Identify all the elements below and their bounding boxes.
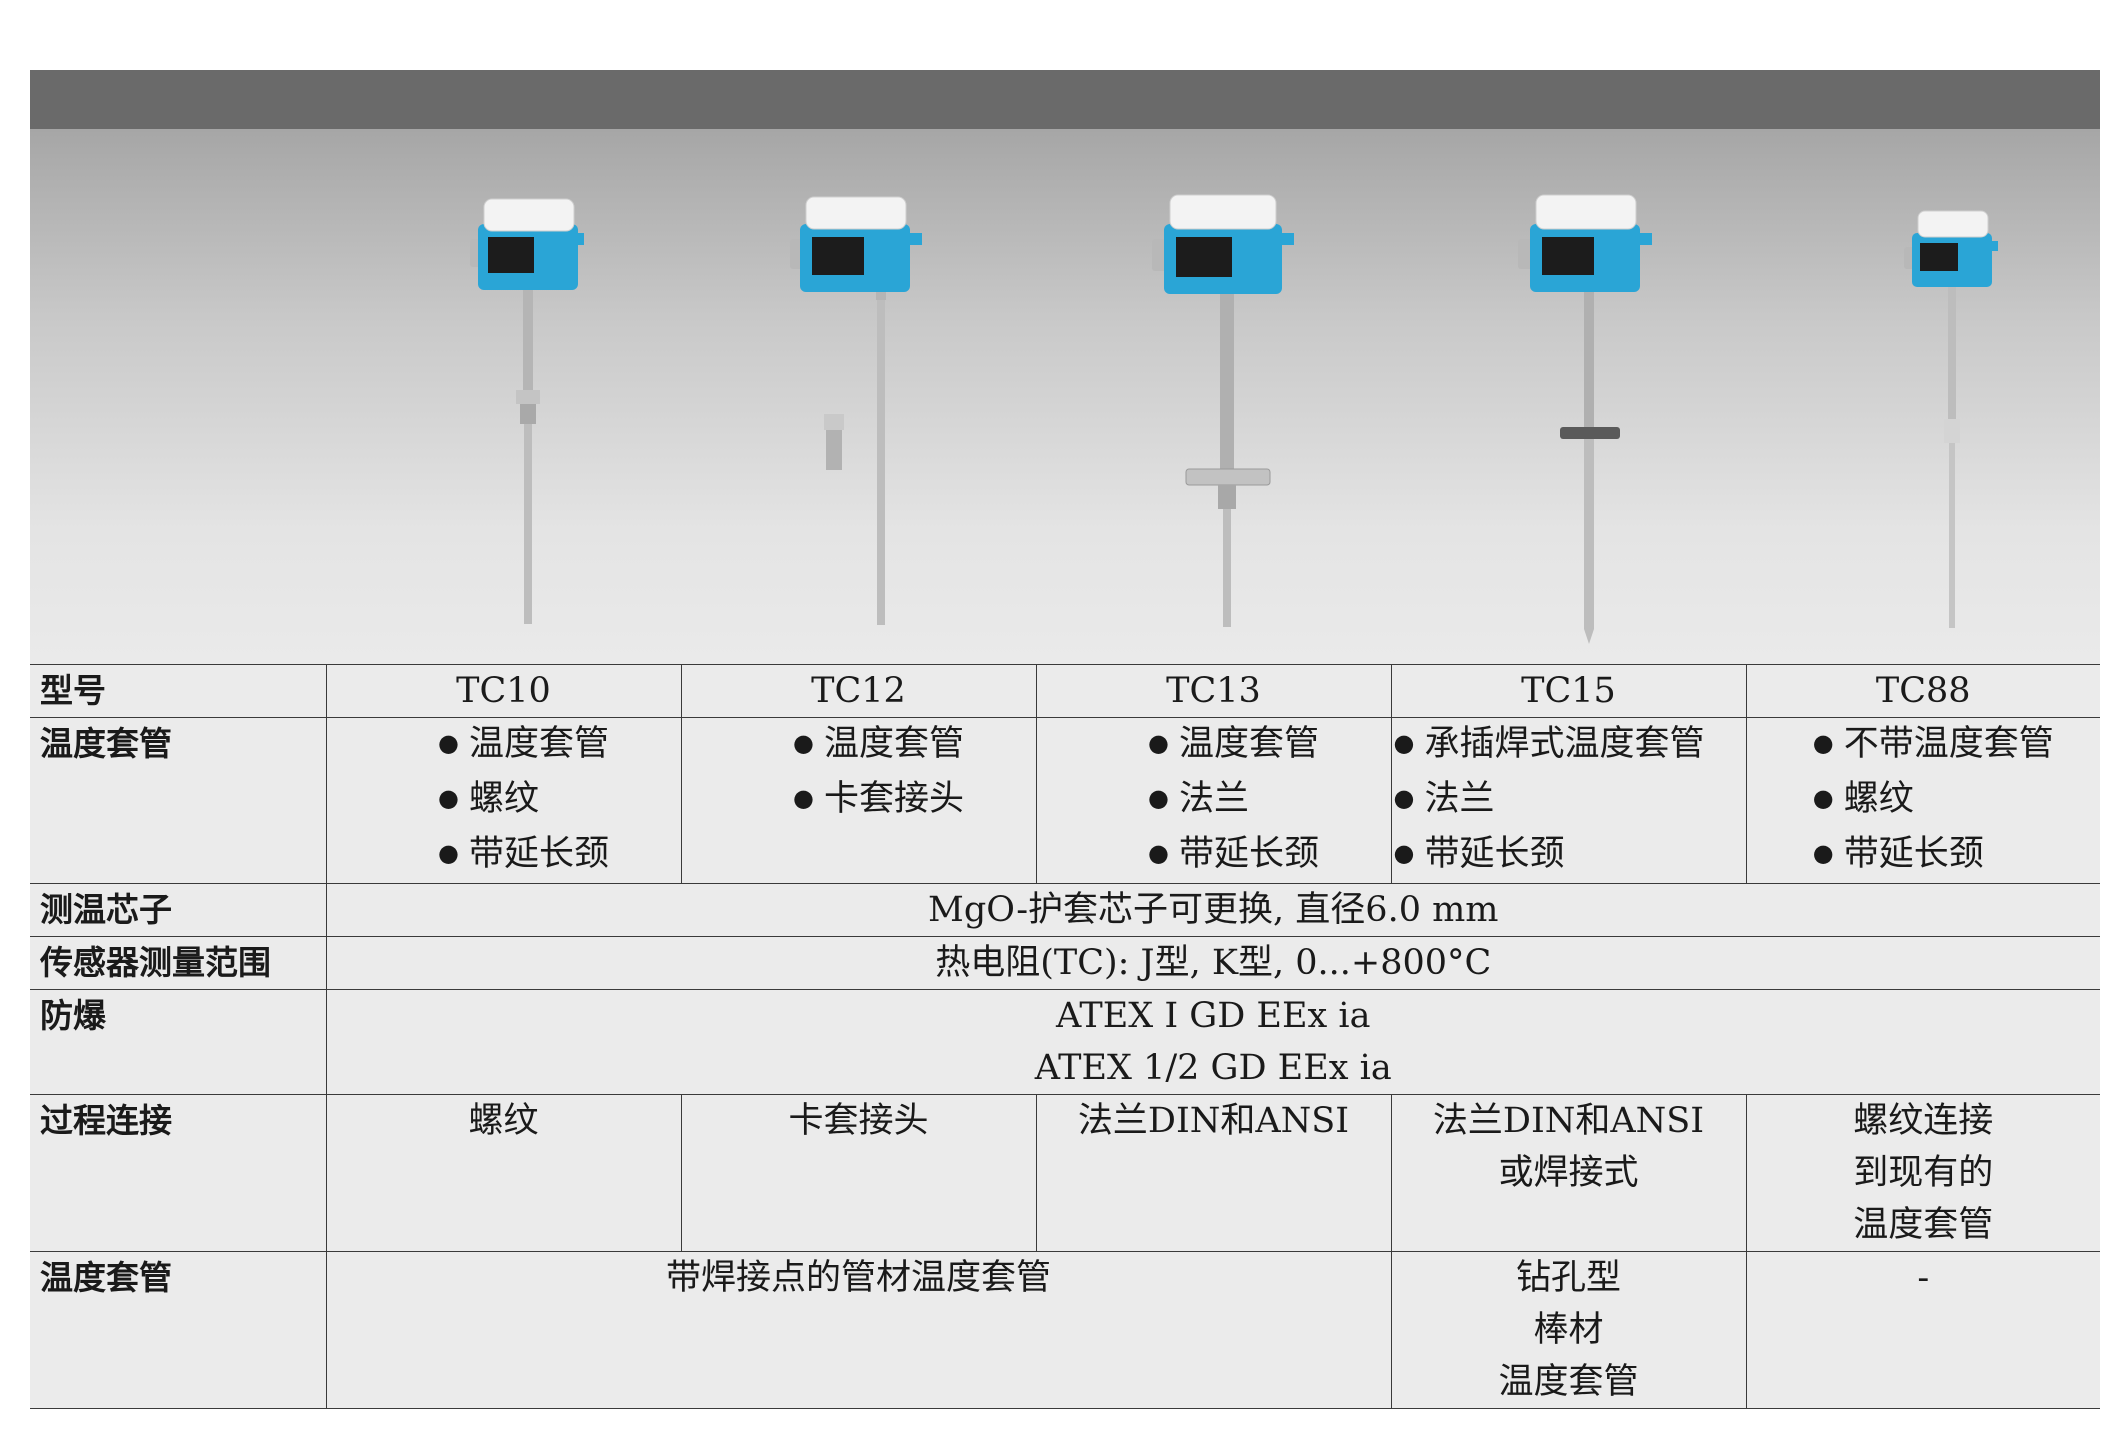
text-line: 棒材	[1533, 1310, 1604, 1350]
model-tc10: TC10	[325, 664, 681, 718]
row-explosion-protection: 防爆 ATEX I GD EEx ia ATEX 1/2 GD EEx ia	[30, 989, 2100, 1095]
thermowell-tc15: 承插焊式温度套管 法兰 带延长颈	[1390, 717, 1746, 884]
model-tc88: TC88	[1745, 664, 2100, 718]
thermowell-tc13: 温度套管 法兰 带延长颈	[1035, 717, 1391, 884]
process-connection-tc15: 法兰DIN和ANSI 或焊接式	[1390, 1094, 1746, 1252]
list-item: 法兰	[1394, 773, 1705, 828]
tc10-sensor-image	[440, 129, 620, 659]
text-line: 螺纹	[468, 1101, 539, 1141]
ex-rating-1: ATEX I GD EEx ia	[1056, 996, 1371, 1036]
datasheet: 型号 TC10 TC12 TC13 TC15 TC88 温度套管 温度套管 螺纹…	[30, 70, 2100, 1409]
row-label-thermowell-type: 温度套管	[30, 1251, 326, 1409]
thermowell-type-tc10-tc13: 带焊接点的管材温度套管	[325, 1251, 1391, 1409]
row-sensor-range: 传感器测量范围 热电阻(TC): J型, K型, 0...+800°C	[30, 936, 2100, 990]
product-photo-area	[30, 129, 2100, 664]
thermowell-type-tc15: 钻孔型 棒材 温度套管	[1390, 1251, 1746, 1409]
text-line: 卡套接头	[788, 1101, 929, 1141]
list-item: 螺纹	[1813, 773, 2054, 828]
row-label-insert: 测温芯子	[30, 883, 326, 937]
row-label-sensor-range: 传感器测量范围	[30, 936, 326, 990]
model-tc12: TC12	[680, 664, 1036, 718]
model-tc13: TC13	[1035, 664, 1391, 718]
list-item: 承插焊式温度套管	[1394, 718, 1704, 773]
row-model: 型号 TC10 TC12 TC13 TC15 TC88	[30, 664, 2100, 718]
list-item: 温度套管	[438, 718, 609, 773]
text-line: 温度套管	[1853, 1205, 1994, 1245]
insert-value: MgO-护套芯子可更换, 直径6.0 mm	[325, 883, 2100, 937]
list-item: 带延长颈	[438, 828, 609, 883]
thermowell-tc88: 不带温度套管 螺纹 带延长颈	[1745, 717, 2100, 884]
text-line: 法兰DIN和ANSI	[1432, 1101, 1705, 1141]
list-item: 带延长颈	[1813, 828, 2054, 883]
tc88-sensor-image	[1890, 129, 2030, 659]
spec-table: 型号 TC10 TC12 TC13 TC15 TC88 温度套管 温度套管 螺纹…	[30, 664, 2100, 1409]
process-connection-tc12: 卡套接头	[680, 1094, 1036, 1252]
row-insert: 测温芯子 MgO-护套芯子可更换, 直径6.0 mm	[30, 883, 2100, 937]
thermowell-tc12: 温度套管 卡套接头	[680, 717, 1036, 884]
row-process-connection: 过程连接 螺纹 卡套接头 法兰DIN和ANSI 法兰DIN和ANSI 或焊接式 …	[30, 1094, 2100, 1252]
text-line: 温度套管	[1498, 1362, 1639, 1402]
text-line: 到现有的	[1853, 1153, 1994, 1193]
tc12-sensor-image	[760, 129, 960, 659]
row-label-model: 型号	[30, 664, 326, 718]
process-connection-tc88: 螺纹连接 到现有的 温度套管	[1745, 1094, 2100, 1252]
tc15-sensor-image	[1490, 129, 1690, 659]
process-connection-tc13: 法兰DIN和ANSI	[1035, 1094, 1391, 1252]
row-thermowell-type: 温度套管 带焊接点的管材温度套管 钻孔型 棒材 温度套管 -	[30, 1251, 2100, 1409]
list-item: 温度套管	[1148, 718, 1319, 773]
list-item: 法兰	[1148, 773, 1319, 828]
model-tc15: TC15	[1390, 664, 1746, 718]
list-item: 螺纹	[438, 773, 609, 828]
text-line: 钻孔型	[1515, 1258, 1621, 1298]
list-item: 温度套管	[793, 718, 964, 773]
text-line: 或焊接式	[1498, 1153, 1639, 1193]
ex-rating-2: ATEX 1/2 GD EEx ia	[1034, 1048, 1392, 1088]
explosion-protection-value: ATEX I GD EEx ia ATEX 1/2 GD EEx ia	[325, 989, 2100, 1095]
tc13-sensor-image	[1130, 129, 1330, 659]
thermowell-type-tc88: -	[1745, 1251, 2100, 1409]
list-item: 带延长颈	[1148, 828, 1319, 883]
thermowell-tc10: 温度套管 螺纹 带延长颈	[325, 717, 681, 884]
list-item: 卡套接头	[793, 773, 964, 828]
row-label-explosion-protection: 防爆	[30, 989, 326, 1095]
text-line: 螺纹连接	[1853, 1101, 1994, 1141]
sensor-range-value: 热电阻(TC): J型, K型, 0...+800°C	[325, 936, 2100, 990]
row-label-thermowell: 温度套管	[30, 717, 326, 884]
row-thermowell: 温度套管 温度套管 螺纹 带延长颈 温度套管 卡套接头 温度套管 法兰 带延长颈	[30, 717, 2100, 884]
list-item: 不带温度套管	[1813, 718, 2054, 773]
text-line: 法兰DIN和ANSI	[1077, 1101, 1350, 1141]
row-label-process-connection: 过程连接	[30, 1094, 326, 1252]
process-connection-tc10: 螺纹	[325, 1094, 681, 1252]
header-bar	[30, 70, 2100, 129]
list-item: 带延长颈	[1394, 828, 1705, 883]
